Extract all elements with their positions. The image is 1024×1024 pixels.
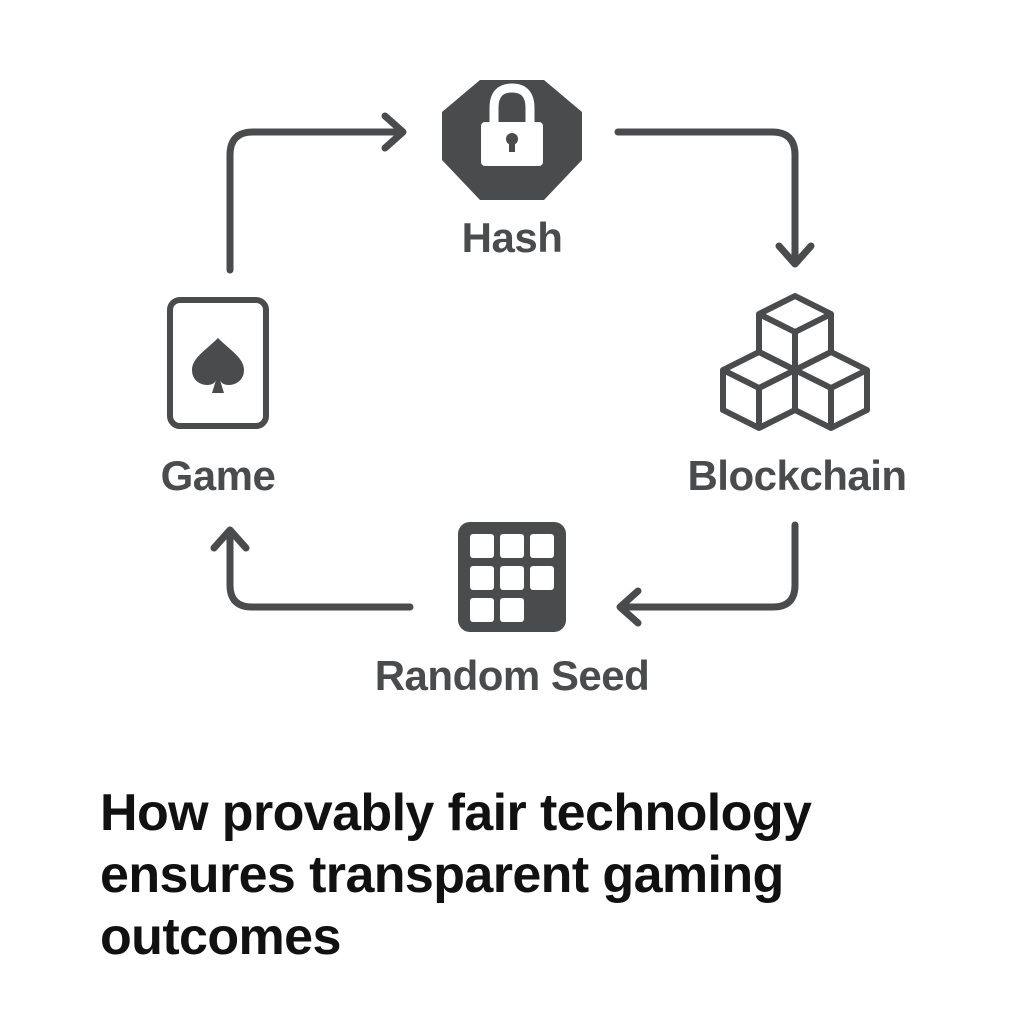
blocks-icon [720, 293, 870, 431]
arrow-game-to-hash [226, 112, 407, 274]
grid-icon [458, 522, 566, 632]
blockchain-label: Blockchain [687, 452, 907, 499]
hash-label: Hash [461, 214, 563, 261]
game-label: Game [160, 452, 276, 499]
diagram-caption: How provably fair technology ensures tra… [100, 784, 812, 966]
cycle-diagram: Hash Blockchain Random Seed Game [160, 80, 907, 699]
arrow-seed-to-game [210, 526, 414, 611]
diagram-canvas [167, 80, 870, 632]
lock-icon [442, 80, 582, 200]
arrow-blockchain-to-seed [616, 521, 799, 627]
spade-card-icon [167, 297, 269, 429]
arrow-hash-to-blockchain [614, 128, 815, 268]
random-seed-label: Random Seed [374, 652, 650, 699]
